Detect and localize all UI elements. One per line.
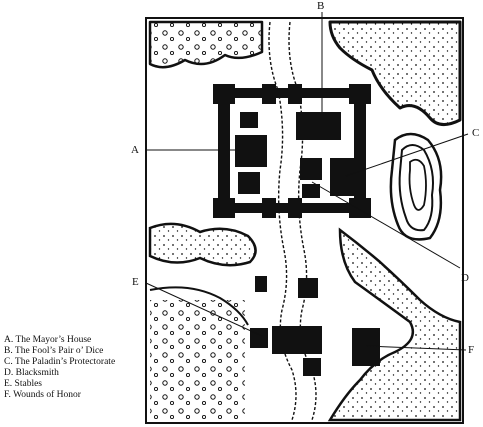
- terrain: [148, 20, 462, 422]
- buildings: [235, 112, 380, 376]
- legend-item-a: A. The Mayor’s House: [4, 335, 92, 345]
- building-b: [296, 112, 341, 140]
- callout-c: C: [472, 127, 480, 139]
- callout-a: A: [131, 144, 139, 156]
- legend-item-d: D. Blacksmith: [4, 368, 59, 379]
- map-legend: A. The Mayor’s House B. The Fool’s Pair …: [4, 335, 115, 402]
- legend-item-c: C. The Paladin’s Protectorate: [4, 357, 116, 368]
- callout-d: D: [461, 272, 469, 284]
- building-d: [298, 278, 318, 298]
- building-a: [235, 135, 267, 167]
- building-e: [250, 328, 268, 348]
- callout-e: E: [132, 276, 139, 288]
- building-c: [330, 158, 358, 196]
- legend-item-e: E. Stables: [4, 379, 42, 390]
- callout-lines: [145, 12, 469, 351]
- callout-b: B: [317, 0, 325, 12]
- callout-f: F: [468, 344, 475, 356]
- building-f: [352, 328, 380, 366]
- legend-item-b: B. The Fool’s Pair o’ Dice: [4, 346, 104, 357]
- legend-item-f: F. Wounds of Honor: [4, 390, 81, 401]
